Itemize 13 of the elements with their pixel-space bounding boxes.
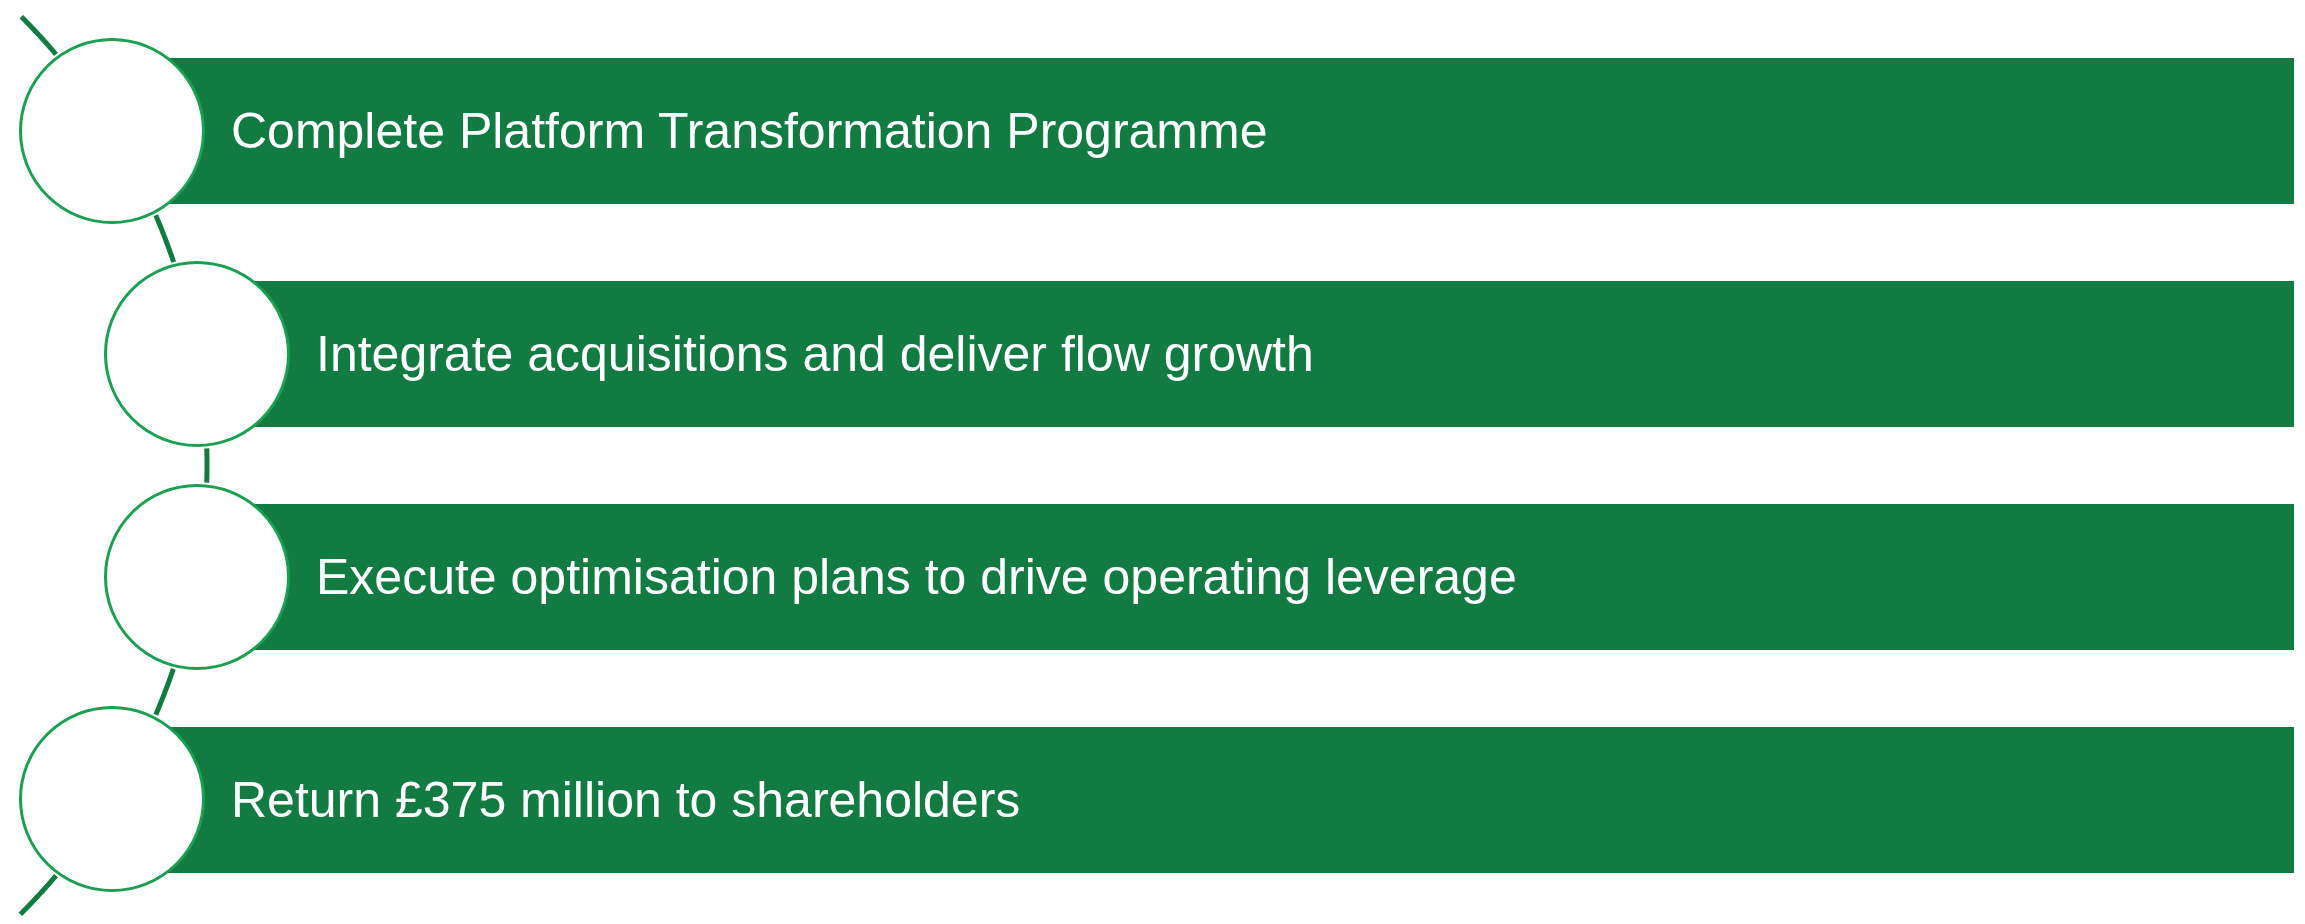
step-bar: [255, 504, 2294, 650]
step-text: Return £375 million to shareholders: [231, 771, 1021, 829]
step-text: Complete Platform Transformation Programme: [231, 102, 1268, 160]
connector-line: [18, 874, 58, 917]
connector-line: [19, 14, 58, 56]
connector-line: [153, 668, 176, 716]
connector-line: [204, 447, 210, 484]
step-bar: [168, 727, 2294, 873]
connector-line: [153, 214, 176, 263]
step-text: Execute optimisation plans to drive operating leverage: [316, 548, 1517, 606]
step-bar: [255, 281, 2294, 427]
step-bar: [168, 58, 2294, 204]
step-text: Integrate acquisitions and deliver flow growth: [316, 325, 1314, 383]
